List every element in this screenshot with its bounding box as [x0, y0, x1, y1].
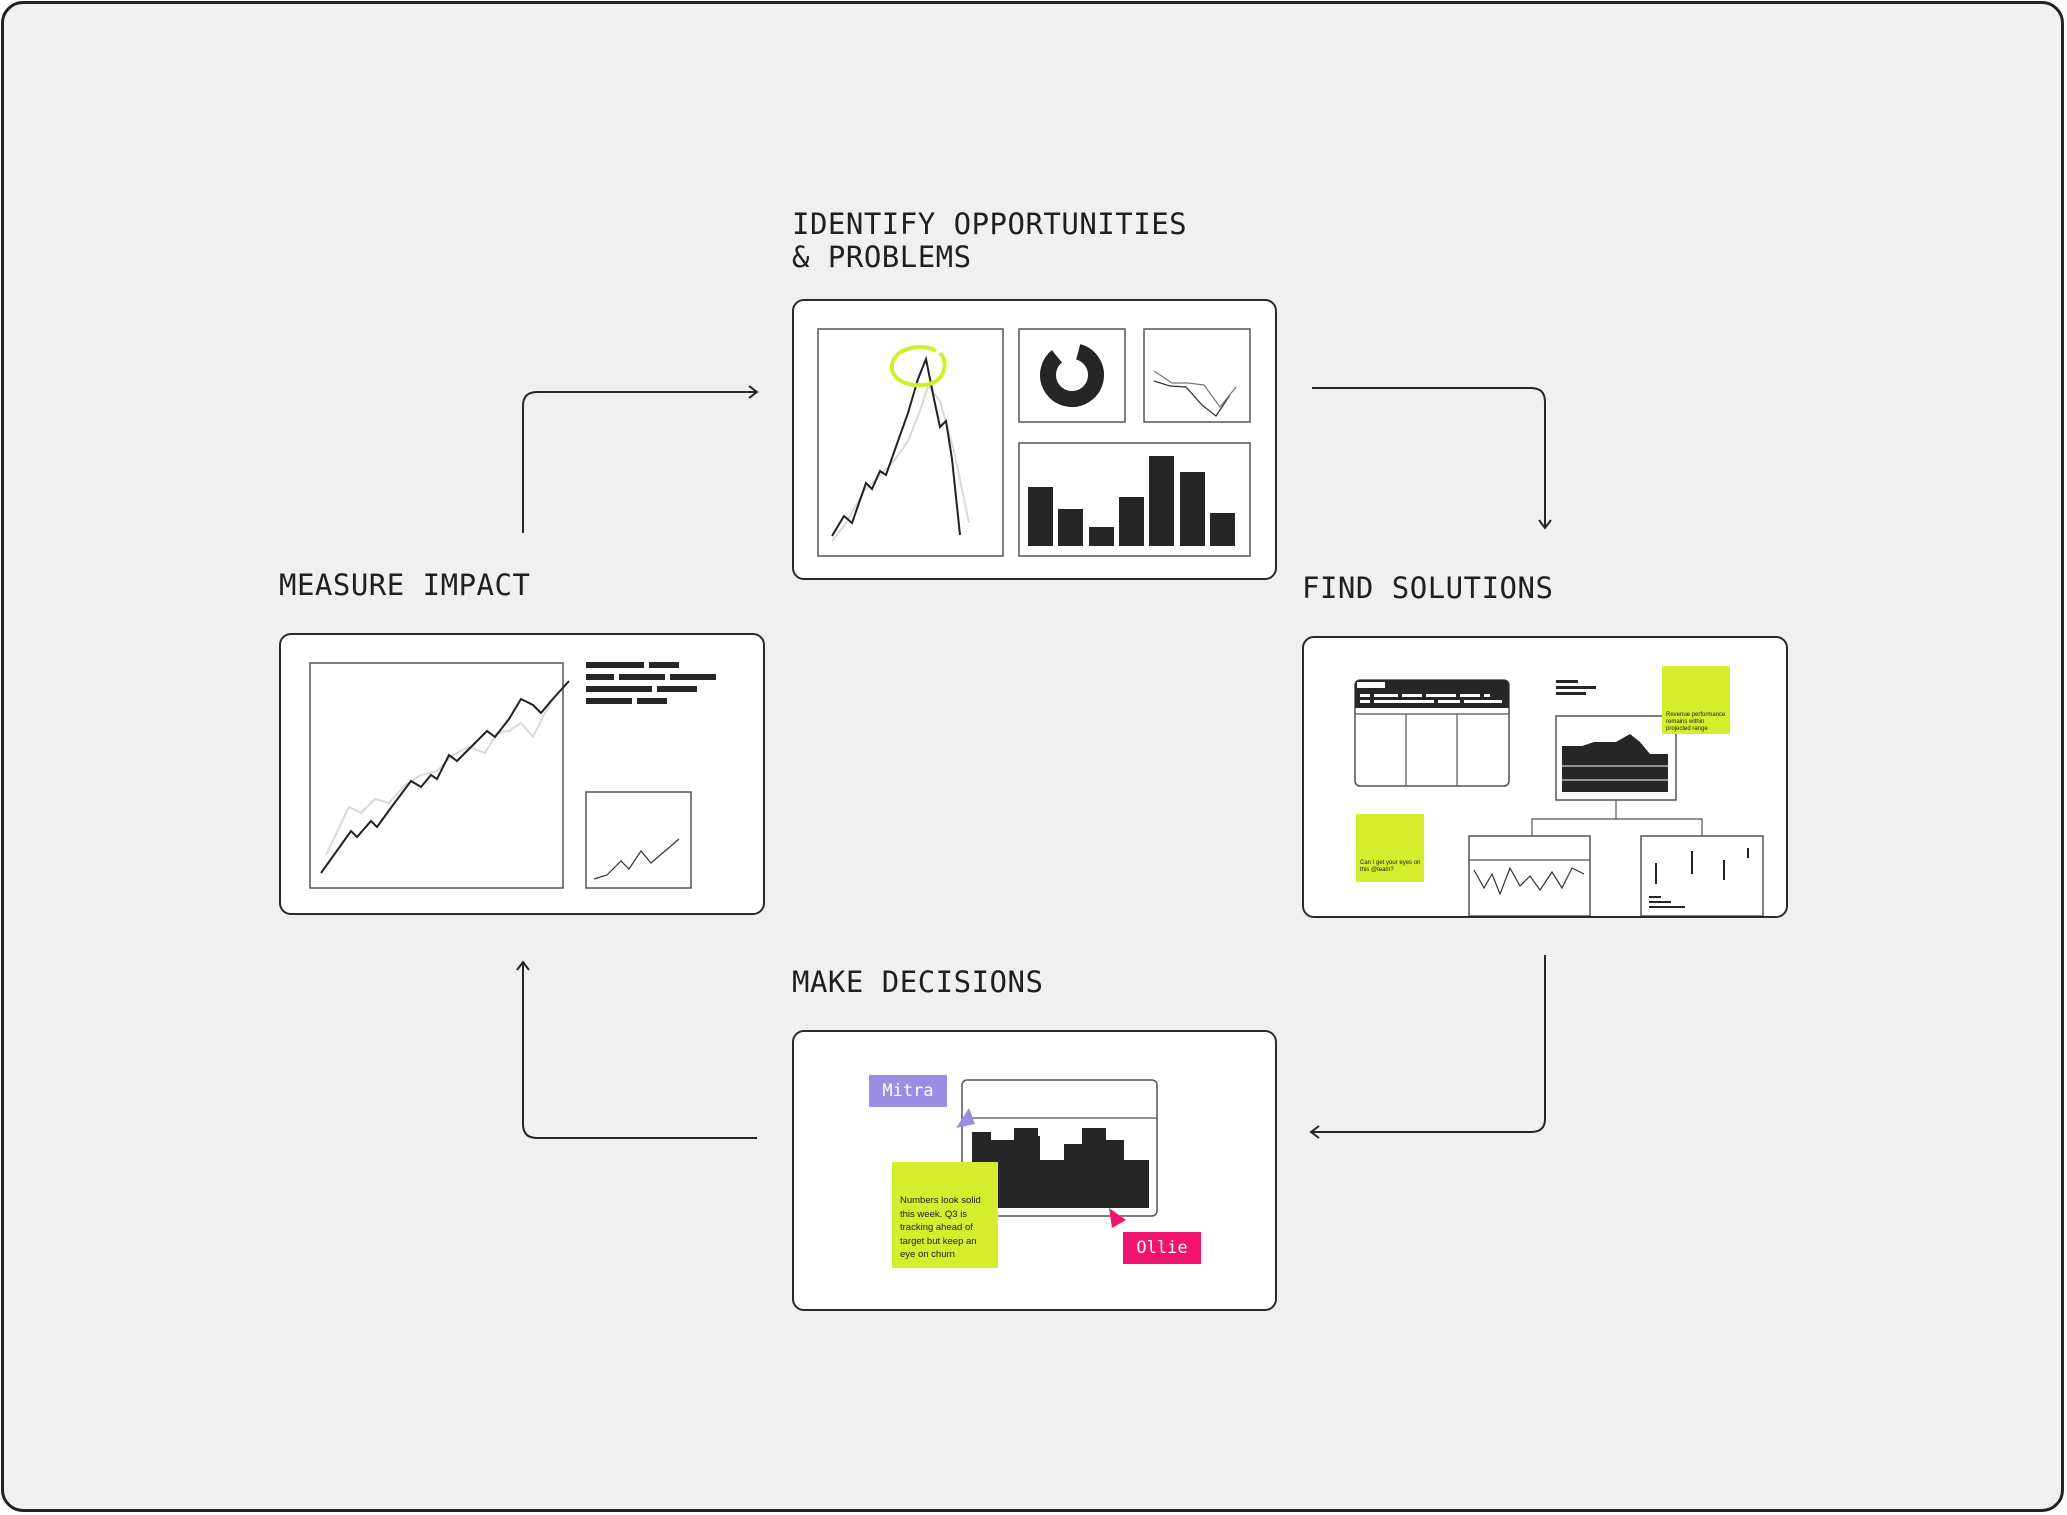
sticky-note-1 [1662, 666, 1730, 734]
identify-card [792, 299, 1277, 580]
bar-chart-bars [1028, 456, 1235, 546]
summary-text-lines [586, 662, 716, 704]
connector-find-to-decide [1311, 955, 1546, 1133]
arrow-up-icon [516, 960, 530, 971]
bar-chart-panel [1018, 442, 1251, 557]
identify-title: IDENTIFY OPPORTUNITIES & PROBLEMS [792, 208, 1187, 274]
decide-illustration [892, 1079, 1158, 1268]
identify-title-line2: & PROBLEMS [792, 240, 972, 274]
arrow-left-icon [1309, 1125, 1320, 1139]
measure-card [279, 633, 765, 915]
mini-line-1 [1153, 380, 1231, 417]
bar [1028, 487, 1053, 546]
cursor-pink-icon [1109, 1208, 1126, 1228]
decide-sticky-note-text: Numbers look solid this week. Q3 is trac… [900, 1195, 981, 1260]
measure-title: MEASURE IMPACT [279, 568, 531, 602]
bar [1089, 527, 1114, 546]
spike-chart-ghost-line [831, 383, 970, 542]
highlight-circle [890, 345, 947, 388]
area-chart-fill [1562, 734, 1668, 792]
tree-connectors [1531, 800, 1703, 836]
growth-line [320, 680, 570, 874]
decide-card: Mitra Ollie Numbers look solid this week… [792, 1030, 1277, 1311]
connector-measure-to-identify [522, 391, 757, 533]
growth-chart-panel [309, 662, 564, 889]
tick-marks [1655, 848, 1749, 884]
identify-illustration [817, 328, 1251, 557]
decide-title: MAKE DECISIONS [792, 965, 1044, 999]
find-card: Revenue performance remains within proje… [1302, 636, 1788, 918]
arrow-down-icon [1538, 519, 1552, 530]
shared-bar-chart [972, 1128, 1149, 1208]
growth-ghost-line [325, 698, 554, 856]
text-lines [1556, 680, 1596, 695]
measure-illustration [309, 662, 716, 889]
spike-chart-panel [817, 328, 1004, 557]
wave-chart-widget [1468, 835, 1591, 916]
donut-chart [1040, 343, 1104, 407]
mini-trend-line [593, 838, 680, 880]
bar [1058, 509, 1083, 546]
decide-sticky-note [892, 1162, 998, 1268]
collaborator-tag-mitra: Mitra [869, 1075, 947, 1107]
mini-line-2 [1153, 370, 1237, 408]
sticky-note-2-text: Can I get your eyes on this @team? [1360, 860, 1421, 873]
mini-trend-panel [585, 791, 692, 889]
sticky-note-2 [1356, 814, 1424, 882]
tick-chart-widget [1640, 835, 1764, 916]
find-illustration [1354, 666, 1764, 916]
find-title: FIND SOLUTIONS [1302, 571, 1554, 605]
arrow-right-icon [748, 385, 759, 399]
identify-title-line1: IDENTIFY OPPORTUNITIES [792, 207, 1188, 241]
collaborator-tag-ollie: Ollie [1123, 1232, 1201, 1264]
bar [1210, 513, 1235, 546]
cursor-purple-icon [956, 1108, 975, 1128]
donut-panel [1018, 328, 1126, 423]
connector-identify-to-find [1312, 387, 1546, 528]
bar [1119, 497, 1144, 546]
bar [1180, 472, 1205, 546]
sticky-note-1-text: Revenue performance remains within proje… [1666, 712, 1726, 732]
bar [1149, 456, 1174, 546]
connector-decide-to-measure [522, 962, 757, 1139]
wave-line [1473, 866, 1585, 896]
mini-line-panel [1143, 328, 1251, 423]
spike-chart-line [831, 355, 961, 537]
